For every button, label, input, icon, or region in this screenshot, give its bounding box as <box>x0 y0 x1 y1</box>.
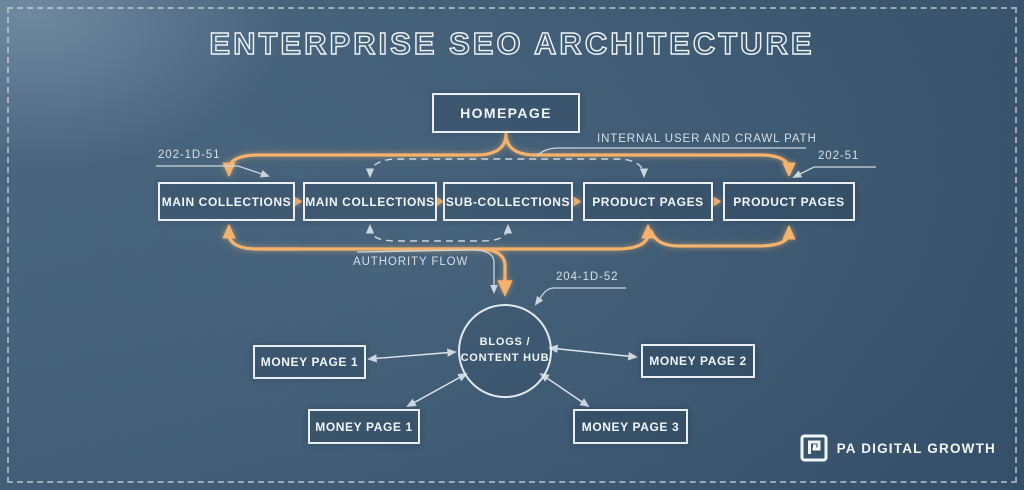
node-homepage: HOMEPAGE <box>432 93 580 133</box>
node-blogs-content-hub: BLOGS / CONTENT HUB <box>458 304 552 398</box>
node-main-collections-1: MAIN COLLECTIONS <box>158 182 295 221</box>
ref-label-hub: 204-1D-52 <box>556 271 619 283</box>
brand-logo: PA DIGITAL GROWTH <box>800 434 996 462</box>
node-sub-collections: SUB-COLLECTIONS <box>443 182 573 221</box>
ref-label-left: 202-1D-51 <box>158 149 221 161</box>
ref-label-right: 202-51 <box>818 150 860 162</box>
node-main-collections-2: MAIN COLLECTIONS <box>303 182 437 221</box>
node-money-page-3: MONEY PAGE 3 <box>573 409 688 444</box>
node-money-page-1-upper: MONEY PAGE 1 <box>253 345 366 379</box>
node-product-pages-1: PRODUCT PAGES <box>583 182 713 221</box>
pa-digital-growth-logo-icon <box>800 434 828 462</box>
hub-label-line1: BLOGS / <box>479 336 531 349</box>
crawl-path-label: INTERNAL USER AND CRAWL PATH <box>597 133 817 145</box>
page-title: ENTERPRISE SEO ARCHITECTURE <box>209 25 815 61</box>
node-money-page-2: MONEY PAGE 2 <box>641 344 755 378</box>
node-money-page-1-lower: MONEY PAGE 1 <box>308 409 420 444</box>
node-product-pages-2: PRODUCT PAGES <box>723 182 855 221</box>
brand-name: PA DIGITAL GROWTH <box>836 440 996 456</box>
hub-label-line2: CONTENT HUB <box>460 352 550 364</box>
authority-flow-label: AUTHORITY FLOW <box>353 256 469 268</box>
dashed-canvas-border <box>7 7 1017 483</box>
leader-lines <box>156 147 876 306</box>
